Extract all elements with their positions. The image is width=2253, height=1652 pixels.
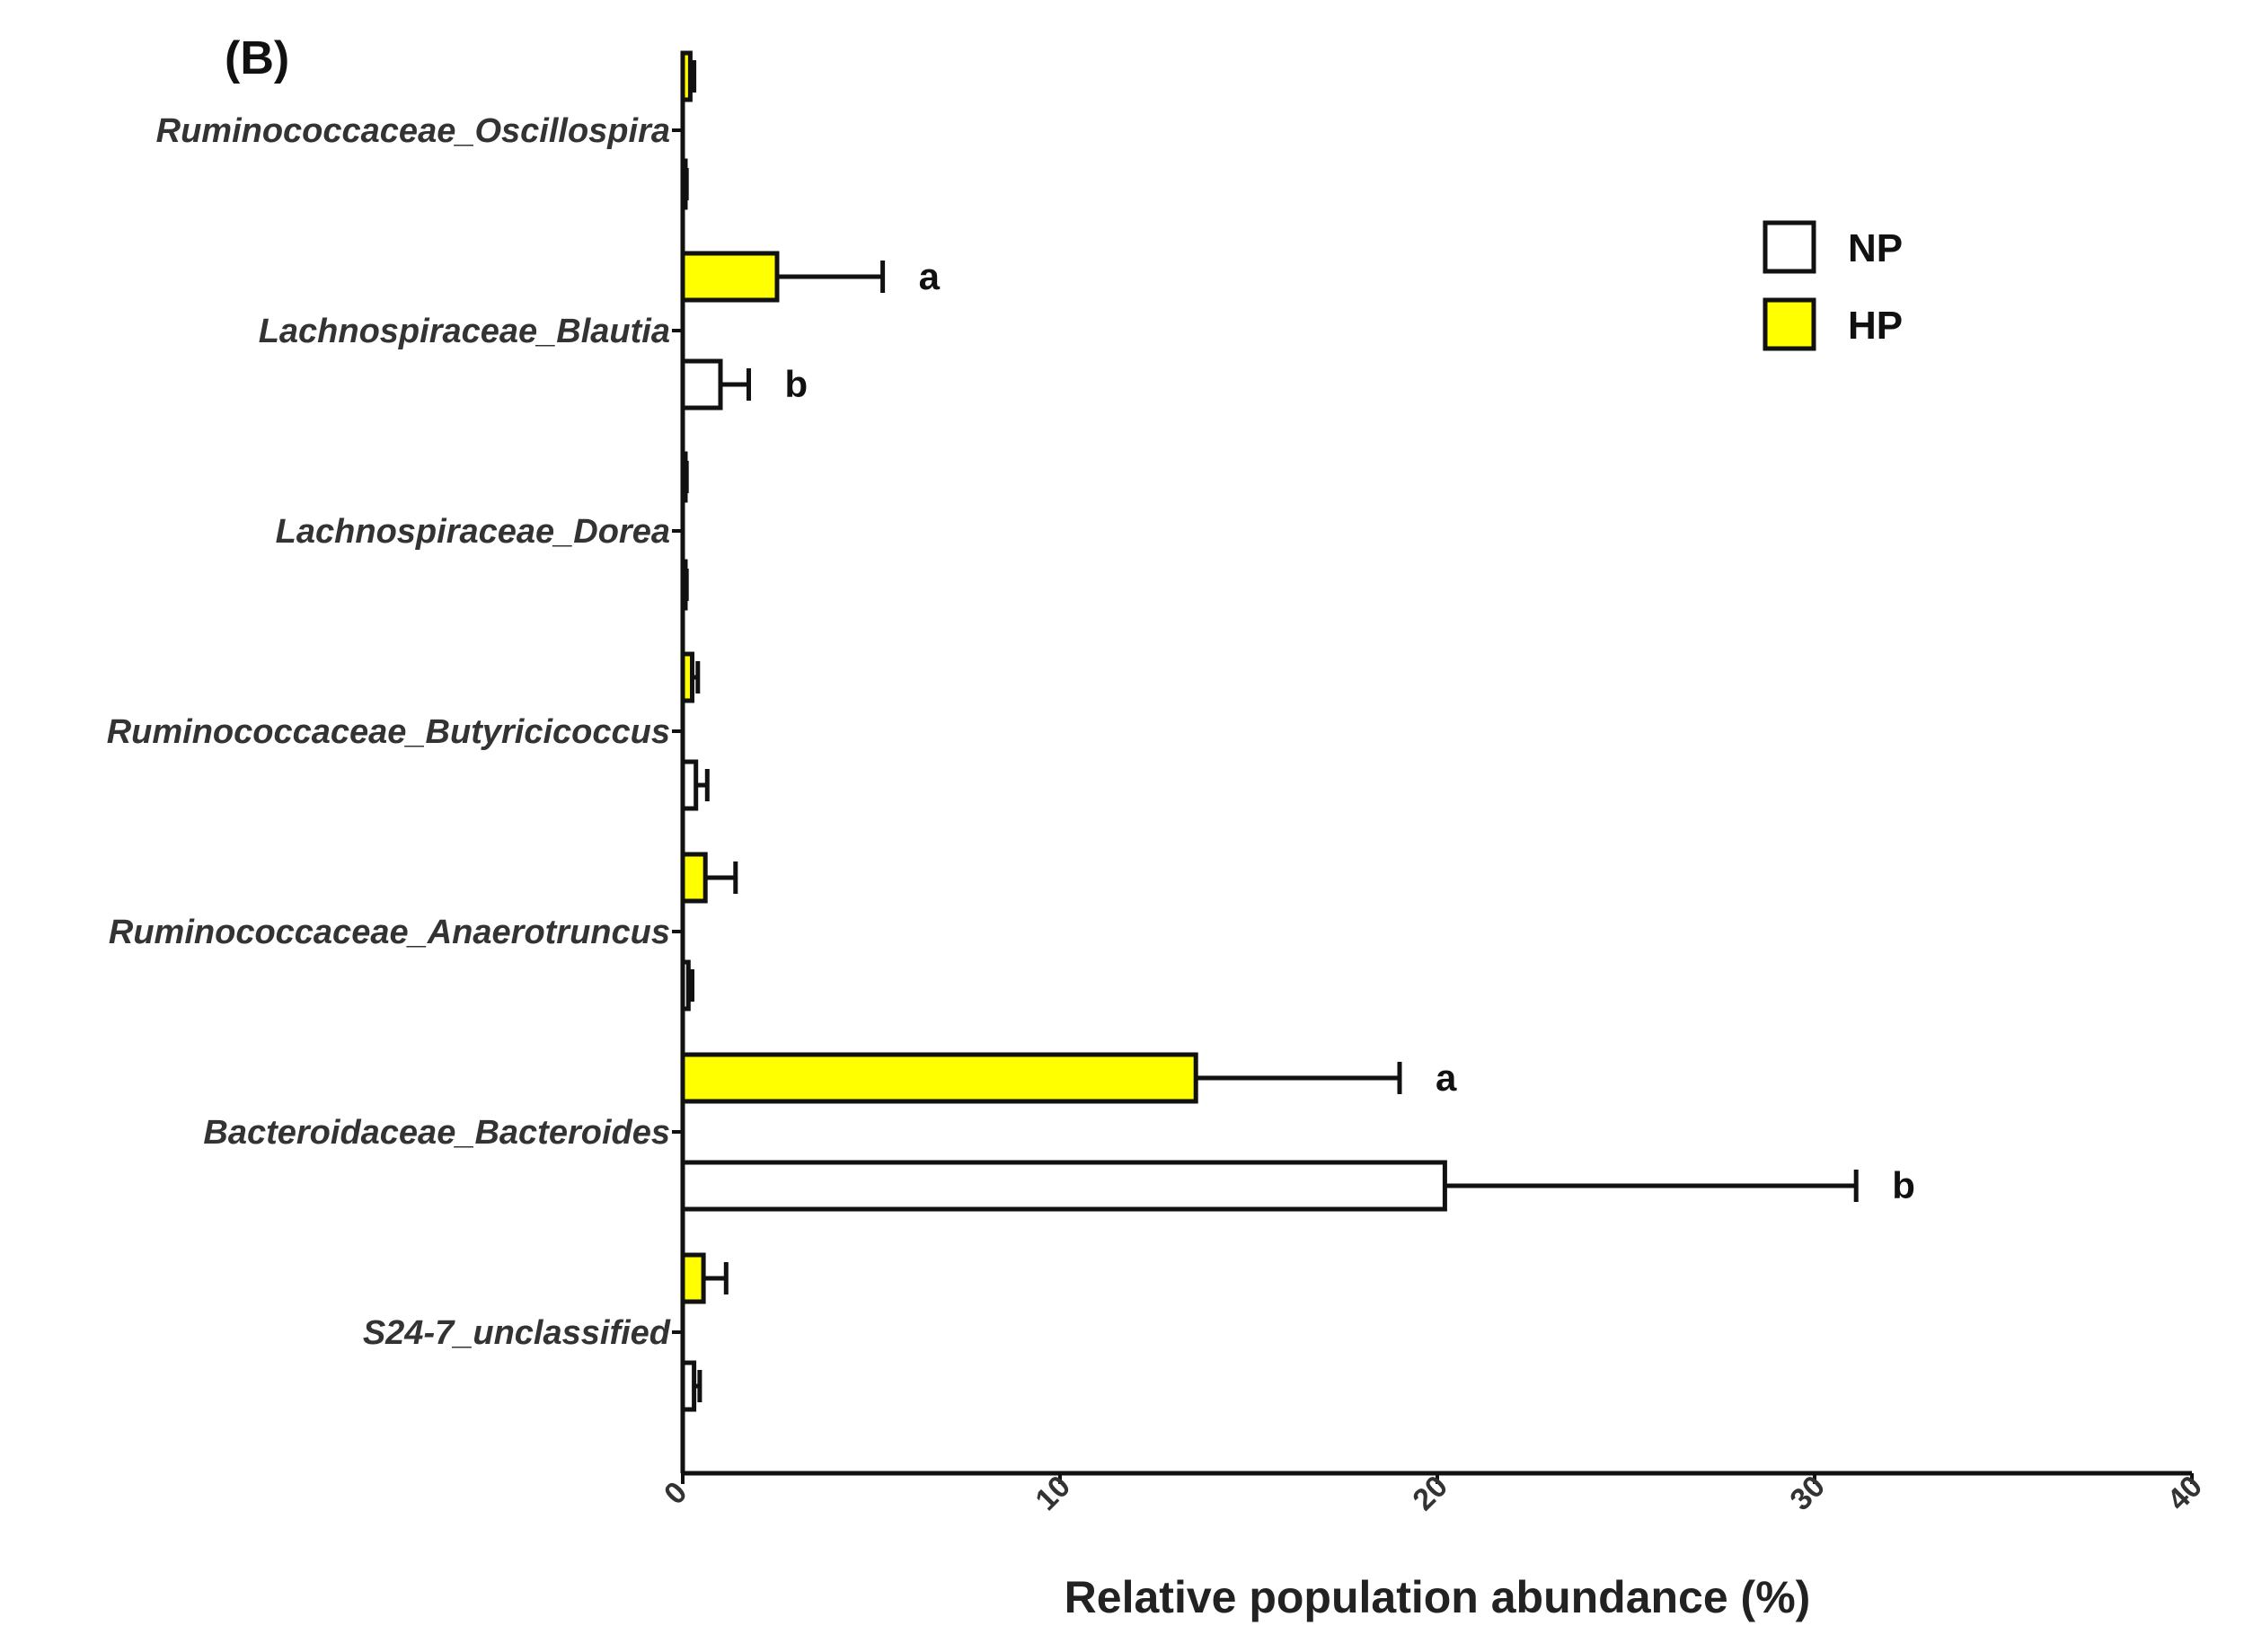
significance-label: a: [919, 255, 941, 297]
category-label: S24-7_unclassified: [363, 1314, 671, 1352]
bar: [680, 959, 691, 1012]
significance-label: a: [1436, 1056, 1457, 1099]
bar: [680, 358, 723, 411]
bar: [680, 251, 780, 303]
x-tick-label: 20: [1406, 1469, 1454, 1517]
category-label: Lachnospiraceae_Blautia: [259, 313, 670, 350]
x-tick-label: 40: [2160, 1469, 2209, 1517]
category-label: Lachnospiraceae_Dorea: [276, 513, 670, 551]
legend-swatch: [1763, 220, 1816, 274]
plot-area: 0 10 20 30 40 Ruminococcaceae_OscillospiraLac…: [107, 50, 2209, 1517]
legend-label: NP: [1848, 226, 1903, 270]
bar: [680, 1052, 1198, 1104]
category-label: Bacteroidaceae_Bacteroides: [203, 1114, 670, 1152]
bar: [680, 1160, 1447, 1212]
legend: NP HP: [1763, 220, 1903, 351]
category-label: Ruminococcaceae_Oscillospira: [156, 112, 670, 150]
bar: [680, 651, 694, 703]
x-axis-title: Relative population abundance (%): [1065, 1572, 1811, 1622]
legend-swatch: [1763, 297, 1816, 351]
significance-label: b: [785, 363, 808, 405]
x-tick-label: 30: [1783, 1469, 1832, 1517]
bar: [680, 1360, 697, 1412]
bar: [680, 852, 708, 904]
legend-label: HP: [1848, 304, 1903, 348]
bar: [680, 759, 699, 811]
panel-label: (B): [225, 32, 289, 84]
category-label: Ruminococcaceae_Butyricicoccus: [107, 713, 670, 751]
x-tick-label: 0: [658, 1475, 694, 1511]
bar: [680, 1252, 706, 1304]
category-label: Ruminococcaceae_Anaerotruncus: [109, 914, 670, 951]
significance-label: b: [1892, 1164, 1915, 1206]
bar: [680, 50, 693, 102]
x-tick-label: 10: [1029, 1469, 1077, 1517]
